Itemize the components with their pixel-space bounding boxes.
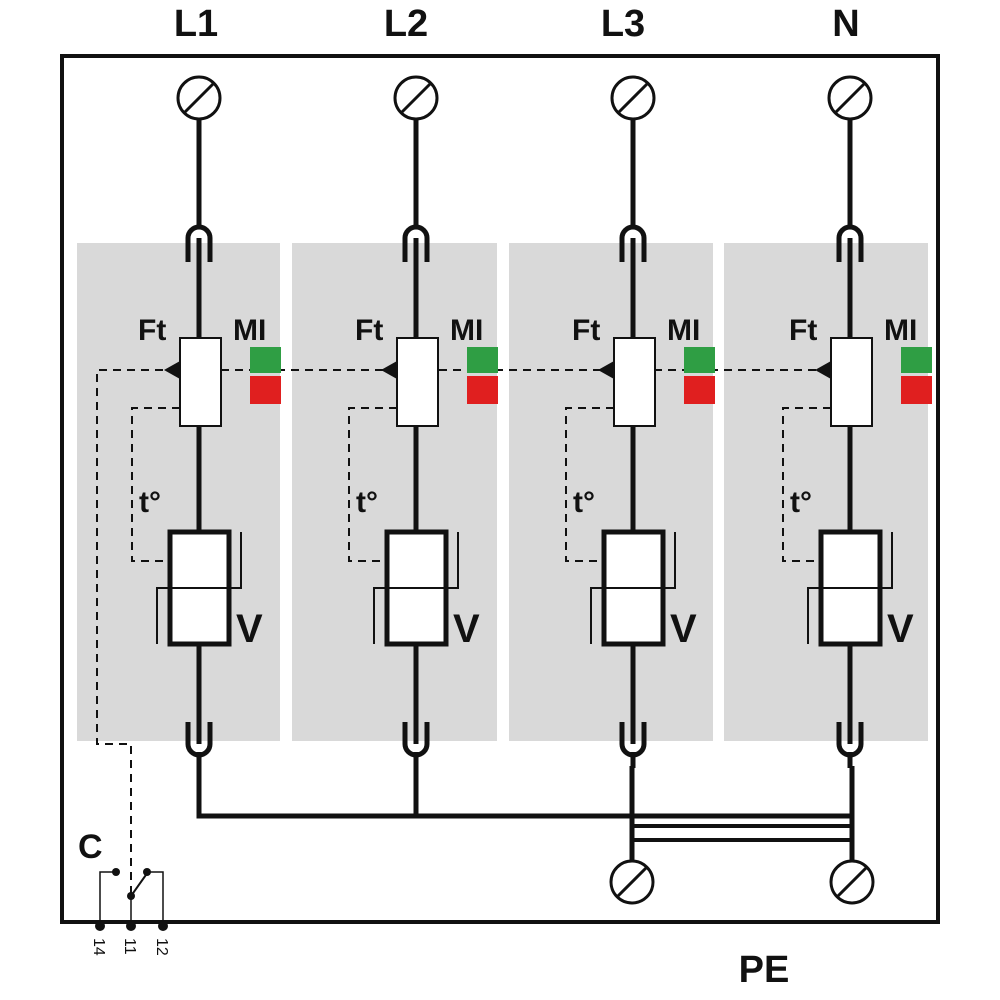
- indicator-red: [467, 376, 498, 404]
- module-l3: [565, 75, 715, 768]
- varistor-symbol-bar-right: [229, 532, 242, 589]
- module-l1: [131, 75, 281, 768]
- varistor-symbol-bar-left: [807, 587, 821, 644]
- fuse-label-l1: Ft: [138, 314, 166, 347]
- thermal-label-n: t°: [790, 486, 812, 519]
- varistor-symbol-bar-left: [156, 587, 170, 644]
- fuse-label-n: Ft: [789, 314, 817, 347]
- indicator-label-l1: MI: [233, 314, 266, 347]
- varistor-symbol-bar-right: [880, 532, 893, 589]
- terminal-label-l2: L2: [384, 3, 428, 45]
- bottom-bus-bar: [196, 766, 852, 819]
- enclosure-frame: [60, 54, 940, 924]
- top-screw-terminal: [610, 75, 656, 121]
- indicator-label-n: MI: [884, 314, 917, 347]
- varistor-label-l3: V: [670, 607, 697, 651]
- varistor-symbol-bar-right: [663, 532, 676, 589]
- terminal-label-l1: L1: [174, 3, 218, 45]
- indicator-green: [684, 347, 715, 373]
- signal-bus-dashed: [96, 369, 163, 896]
- plug-connector-top: [619, 224, 647, 262]
- remote-contact: C 14 11 12: [78, 828, 170, 956]
- module-l2: [348, 75, 498, 768]
- varistor-label-n: V: [887, 607, 914, 651]
- fuse-trigger-arrow: [815, 361, 831, 379]
- indicator-green: [467, 347, 498, 373]
- module-labels: Ft Ft Ft Ft MI MI MI MI t° t° t° t° V V …: [138, 314, 917, 651]
- pe-terminal-right: [829, 859, 875, 905]
- module-bg-n: [724, 243, 928, 741]
- fuse-element: [179, 337, 222, 427]
- varistor-symbol-bar-right: [446, 532, 459, 589]
- indicator-green: [250, 347, 281, 373]
- module-n: [782, 75, 932, 768]
- fuse-trigger-arrow: [164, 361, 180, 379]
- pe-terminal-left: [609, 859, 655, 905]
- fuse-element: [396, 337, 439, 427]
- indicator-red: [250, 376, 281, 404]
- contact-label: C: [78, 828, 103, 866]
- indicator-green: [901, 347, 932, 373]
- terminal-label-n: N: [832, 3, 859, 45]
- fuse-element: [613, 337, 656, 427]
- pin-14-label: 14: [90, 938, 107, 956]
- fuse-trigger-arrow: [381, 361, 397, 379]
- terminal-label-l3: L3: [601, 3, 645, 45]
- module-bg-l3: [509, 243, 713, 741]
- top-screw-terminal: [393, 75, 439, 121]
- fuse-trigger-arrow: [598, 361, 614, 379]
- pin-14-dot: [95, 921, 105, 931]
- fuse-label-l3: Ft: [572, 314, 600, 347]
- top-screw-terminal: [176, 75, 222, 121]
- varistor-label-l1: V: [236, 607, 263, 651]
- pin-11-dot: [126, 921, 136, 931]
- thermal-label-l2: t°: [356, 486, 378, 519]
- pe-label: PE: [739, 949, 790, 991]
- fuse-label-l2: Ft: [355, 314, 383, 347]
- plug-connector-top: [402, 224, 430, 262]
- thermal-label-l1: t°: [139, 486, 161, 519]
- pin-12-label: 12: [153, 938, 170, 956]
- indicator-red: [684, 376, 715, 404]
- plug-connector-top: [836, 224, 864, 262]
- indicator-label-l2: MI: [450, 314, 483, 347]
- pin-11-label: 11: [121, 938, 138, 955]
- module-bg-l2: [292, 243, 497, 741]
- varistor-symbol-bar-left: [590, 587, 604, 644]
- thermal-label-l3: t°: [573, 486, 595, 519]
- pin-12-dot: [158, 921, 168, 931]
- indicator-label-l3: MI: [667, 314, 700, 347]
- indicator-red: [901, 376, 932, 404]
- varistor-label-l2: V: [453, 607, 480, 651]
- fuse-element: [830, 337, 873, 427]
- varistor-symbol-bar-left: [373, 587, 387, 644]
- plug-connector-top: [185, 224, 213, 262]
- module-bg-l1: [77, 243, 280, 741]
- top-screw-terminal: [827, 75, 873, 121]
